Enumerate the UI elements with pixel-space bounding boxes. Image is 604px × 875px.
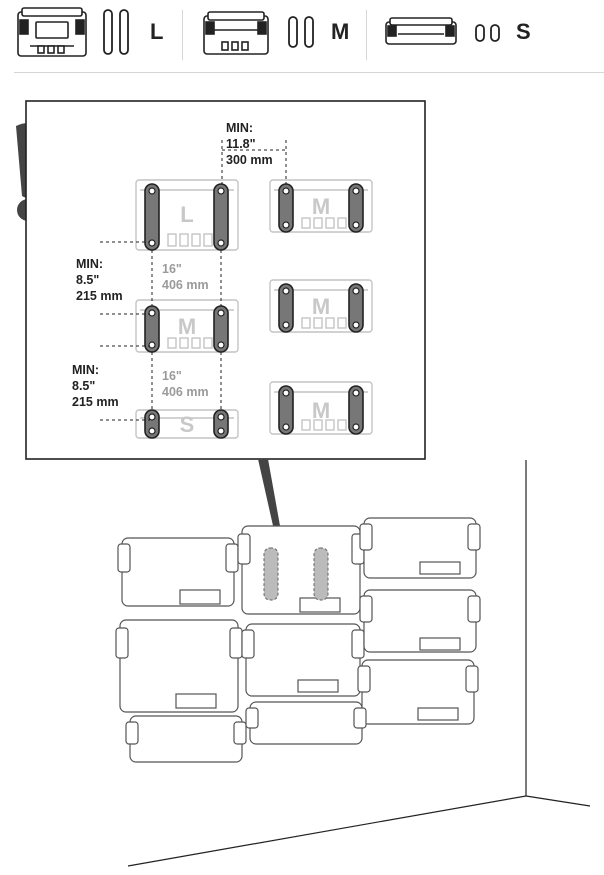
width-2-label: 16" 406 mm bbox=[162, 369, 209, 399]
wall-toolboxes bbox=[115, 517, 481, 763]
large-toolbox-icon bbox=[17, 7, 87, 57]
width-1-label: 16" 406 mm bbox=[162, 262, 209, 292]
legend-separator bbox=[366, 10, 367, 60]
box-letter-l: L bbox=[180, 202, 193, 227]
box-letter-m: M bbox=[178, 314, 196, 339]
box-letter-m: M bbox=[312, 194, 330, 219]
dimension-lines bbox=[100, 140, 287, 421]
min-left-1-label: MIN: 8.5" 215 mm bbox=[76, 257, 123, 303]
size-legend-graphics bbox=[17, 7, 500, 57]
box-letter-m: M bbox=[312, 398, 330, 423]
size-label-small: S bbox=[516, 19, 531, 44]
legend-divider bbox=[14, 72, 604, 73]
legend-separator bbox=[182, 10, 183, 60]
small-toolbox-icon bbox=[385, 17, 457, 45]
box-outlines bbox=[135, 179, 373, 439]
size-label-large: L bbox=[150, 19, 164, 44]
min-left-2-label: MIN: 8.5" 215 mm bbox=[72, 363, 119, 409]
target-brackets bbox=[263, 547, 329, 601]
min-top-label: MIN: 11.8" 300 mm bbox=[226, 121, 273, 167]
size-label-medium: M bbox=[331, 19, 350, 44]
wall-lines bbox=[127, 460, 591, 867]
medium-toolbox-icon bbox=[203, 11, 269, 55]
box-letter-s: S bbox=[180, 412, 195, 437]
box-letter-m: M bbox=[312, 294, 330, 319]
long-bracket-icon bbox=[103, 9, 129, 55]
short-bracket-icon bbox=[475, 24, 500, 42]
medium-bracket-icon bbox=[288, 16, 314, 48]
